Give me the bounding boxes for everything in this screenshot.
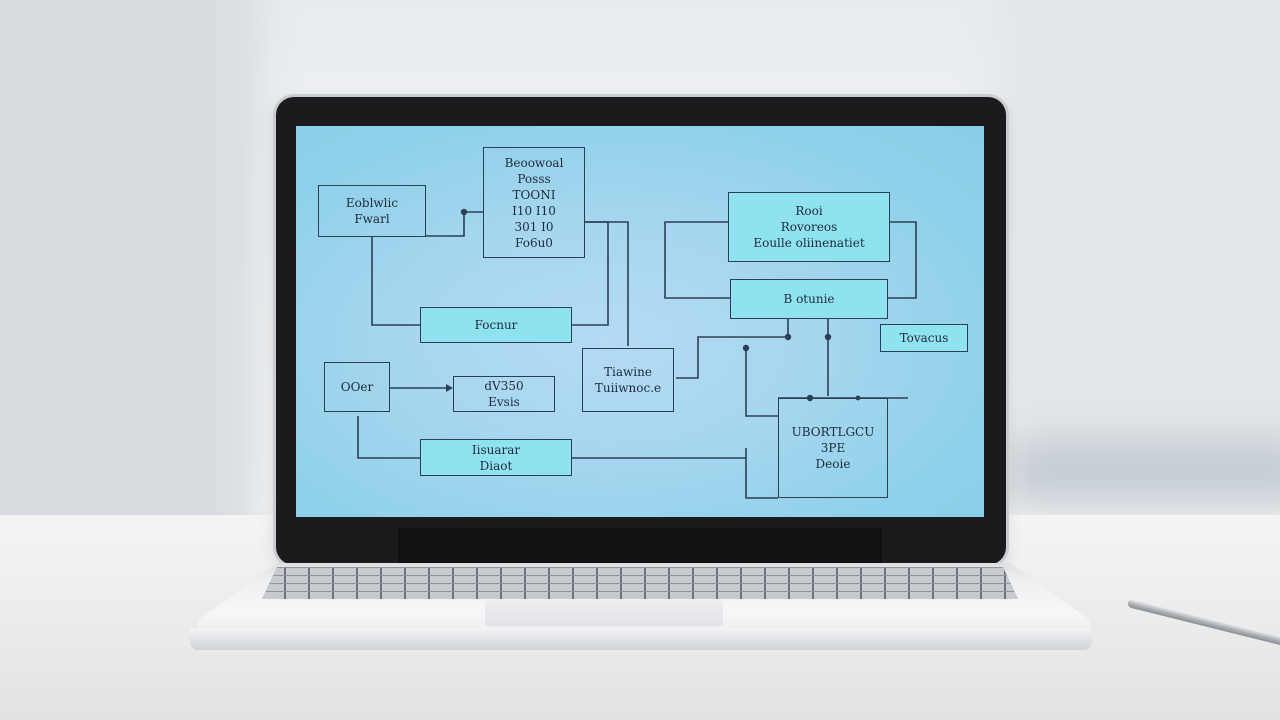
node-label: Iisuarar — [471, 442, 521, 457]
node-label: B otunie — [783, 292, 835, 306]
connector — [371, 236, 420, 326]
connector — [888, 221, 917, 299]
node-label: Eoblwlic — [345, 196, 399, 210]
key-row — [262, 576, 1018, 583]
connector — [745, 448, 778, 499]
node-label: Tiawine — [604, 365, 652, 379]
node-label: Tuiiwnoc.e — [594, 381, 662, 395]
diagram-node-n1[interactable]: Eoblwlic Fwarl — [318, 185, 426, 237]
diagram-connectors — [357, 208, 917, 499]
diagram-node-n6[interactable]: Tovacus — [880, 324, 968, 352]
connector — [426, 211, 483, 237]
diagram-node-n3[interactable]: Focnur — [420, 307, 572, 343]
node-label: OOer — [340, 380, 374, 394]
junction-dot — [806, 394, 814, 402]
node-label: Tovacus — [899, 331, 949, 345]
connector — [676, 318, 789, 379]
diagram-node-n4[interactable]: Rooi Rovoreos Eoulle oliinenatiet — [728, 192, 890, 262]
bg-window-left — [0, 0, 260, 560]
node-label: Beoowoal — [504, 155, 564, 170]
junction-dot — [784, 333, 792, 341]
stylus-pen — [1126, 598, 1280, 648]
trackpad[interactable] — [485, 600, 723, 626]
node-label: dV350 — [484, 379, 524, 393]
node-label: 3PE — [820, 441, 846, 455]
node-label: Deoie — [815, 457, 851, 471]
junction-dot — [460, 208, 468, 216]
junction-dot — [824, 333, 832, 341]
arrowhead — [446, 384, 453, 392]
laptop-hinge — [398, 528, 882, 566]
node-label: Fwarl — [354, 212, 390, 226]
node-label: I10 I10 — [512, 203, 556, 218]
node-label: Evsis — [488, 395, 520, 409]
keyboard[interactable] — [262, 567, 1018, 599]
node-label: UBORTLGCU — [791, 425, 875, 439]
connector — [585, 221, 629, 346]
connector — [664, 221, 730, 299]
node-label: TOONI — [512, 187, 556, 202]
diagram-node-n11[interactable]: UBORTLGCU 3PE Deoie — [778, 398, 888, 498]
bg-window-right — [1000, 0, 1280, 520]
diagram-node-n5[interactable]: B otunie — [730, 279, 888, 319]
node-label: Eoulle oliinenatiet — [753, 236, 865, 250]
node-label: Focnur — [474, 318, 518, 332]
junction-dot — [742, 344, 750, 352]
diagram-node-n8[interactable]: dV350 Evsis — [453, 376, 555, 412]
key-row — [262, 592, 1018, 599]
connector — [357, 416, 420, 459]
key-row — [262, 584, 1018, 591]
bg-shelf-right — [1010, 440, 1280, 500]
node-label: 301 I0 — [514, 219, 554, 234]
diagram-node-n7[interactable]: OOer — [324, 362, 390, 412]
diagram-node-n10[interactable]: Iisuarar Diaot — [420, 439, 572, 476]
node-label: Fo6u0 — [515, 235, 553, 250]
node-label: Posss — [517, 171, 551, 186]
node-label: Rovoreos — [780, 220, 838, 234]
key-row — [262, 568, 1018, 575]
laptop-front-edge — [190, 628, 1092, 650]
diagram-node-n9[interactable]: Tiawine Tuiiwnoc.e — [582, 348, 674, 412]
connector — [745, 346, 778, 417]
laptop-screen: Eoblwlic Fwarl Beoowoal Posss TOONI I10 … — [296, 126, 984, 517]
node-label: Rooi — [795, 204, 823, 218]
diagram-node-n2[interactable]: Beoowoal Posss TOONI I10 I10 301 I0 Fo6u… — [483, 147, 585, 258]
node-label: Diaot — [479, 458, 513, 473]
